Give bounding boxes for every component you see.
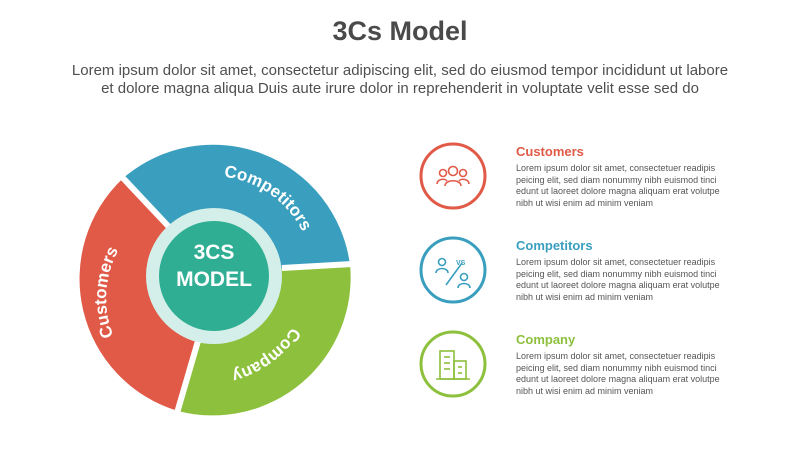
segment-divider [174,340,201,414]
item-description-company: Lorem ipsum dolor sit amet, consectetuer… [516,351,731,398]
segment-company [178,264,351,416]
center-label-line2: MODEL [176,268,252,291]
item-description-line: nibh ut wisi enim ad minim veniam [516,292,654,303]
center-label-line1: 3CS [194,241,235,264]
item-description-line: peicing elit, sed diam nonummy nibh euis… [516,268,717,279]
item-description-line: edunt ut laoreet dolore magna aliquam er… [516,280,720,291]
subtitle-line: Lorem ipsum dolor sit amet, consectetur … [71,62,729,79]
segment-divider [281,261,353,271]
item-title-competitors: Competitors [516,238,593,253]
center-circle [159,221,269,331]
item-description-line: peicing elit, sed diam nonummy nibh euis… [516,174,717,185]
page-title: 3Cs Model [332,16,468,46]
item-description-line: Lorem ipsum dolor sit amet, consectetuer… [516,257,716,267]
segment-divider [119,174,173,231]
three-cs-cycle-diagram: 3CS MODEL Competitors Customers Company [79,144,353,416]
subtitle-line: et dolore magna aliqua Duis aute irure d… [101,80,699,97]
people-group-icon [419,142,487,210]
item-title-customers: Customers [516,144,584,159]
building-icon [419,330,487,398]
item-description-line: edunt ut laoreet dolore magna aliquam er… [516,186,720,197]
item-description-line: peicing elit, sed diam nonummy nibh euis… [516,362,717,373]
segment-customers [79,178,197,411]
page-subtitle: Lorem ipsum dolor sit amet, consectetur … [30,62,770,98]
versus-people-icon: VS [419,236,487,304]
item-description-line: Lorem ipsum dolor sit amet, consectetuer… [516,163,716,173]
segment-competitors [123,144,350,268]
item-description-customers: Lorem ipsum dolor sit amet, consectetuer… [516,163,731,210]
item-description-competitors: Lorem ipsum dolor sit amet, consectetuer… [516,257,731,304]
item-description-line: nibh ut wisi enim ad minim veniam [516,386,654,397]
item-description-line: edunt ut laoreet dolore magna aliquam er… [516,374,720,385]
item-description-line: nibh ut wisi enim ad minim veniam [516,198,654,209]
item-title-company: Company [516,332,576,347]
item-description-line: Lorem ipsum dolor sit amet, consectetuer… [516,351,716,361]
svg-text:VS: VS [456,260,466,267]
